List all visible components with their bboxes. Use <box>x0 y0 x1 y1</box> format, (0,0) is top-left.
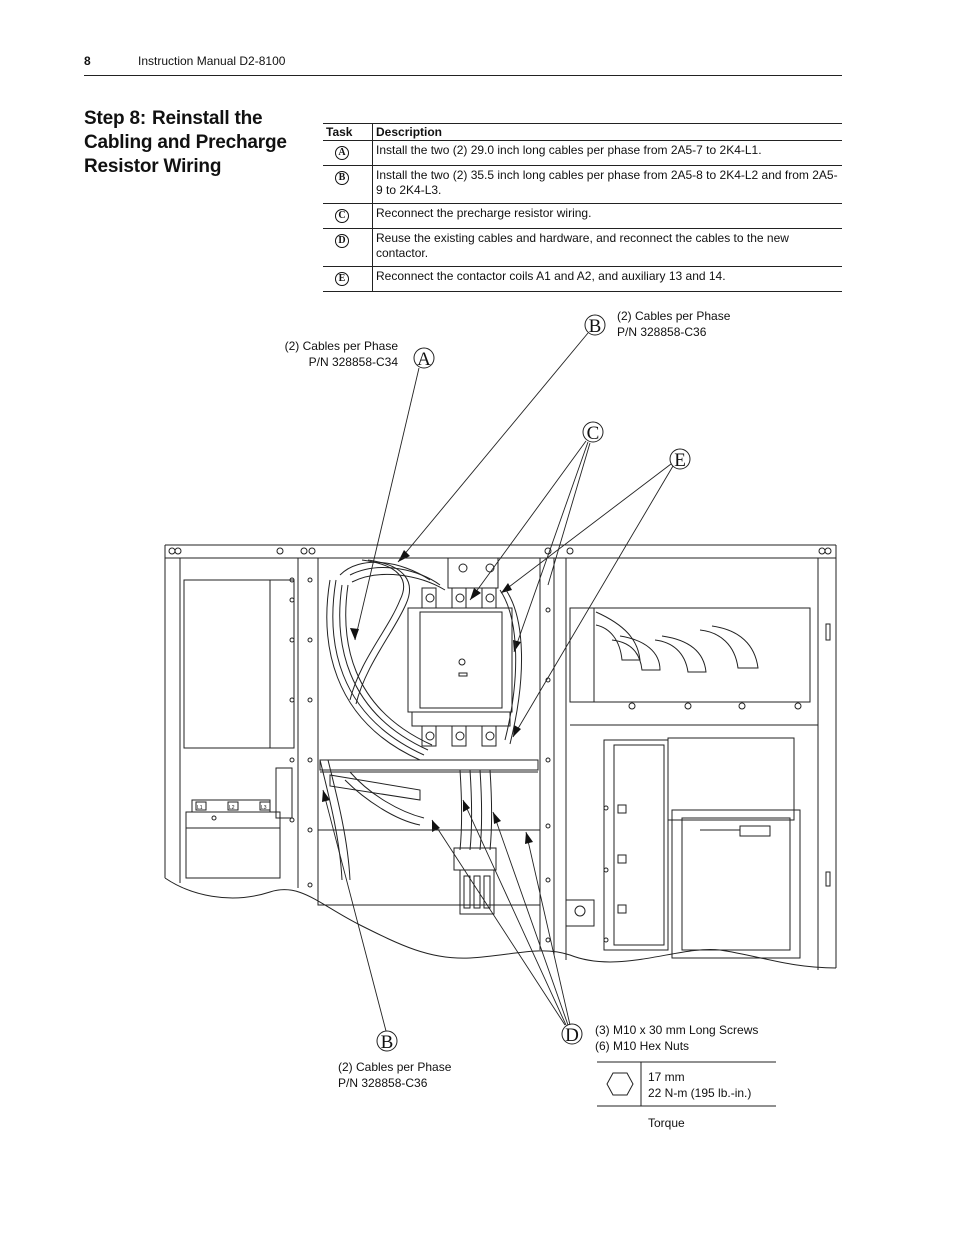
mounting-shelf <box>317 607 595 943</box>
torque-spec: 17 mm 22 N-m (195 lb.-in.) <box>648 1069 778 1101</box>
table-row: B Install the two (2) 35.5 inch long cab… <box>323 165 842 204</box>
leader-lines <box>322 332 674 1032</box>
task-letter-cell: A <box>323 140 373 166</box>
right-compartment <box>569 607 831 959</box>
circled-letter-c: C <box>335 209 349 223</box>
task-column-header: Task <box>323 123 373 141</box>
cabinet-frame <box>164 544 837 970</box>
task-description: Reconnect the precharge resistor wiring. <box>372 203 842 229</box>
circled-letter-e: E <box>335 272 349 286</box>
callout-b-bottom-line-2: P/N 328858-C36 <box>338 1076 428 1090</box>
table-row: E Reconnect the contactor coils A1 and A… <box>323 266 842 292</box>
header-rule <box>84 75 842 76</box>
svg-text:B: B <box>589 316 602 337</box>
hex-nut-icon <box>606 1072 634 1096</box>
svg-text:E: E <box>674 450 686 471</box>
cable-bundle <box>319 559 523 881</box>
torque-value: 22 N-m (195 lb.-in.) <box>648 1086 752 1100</box>
callout-b-top-line-1: (2) Cables per Phase <box>617 309 731 323</box>
task-letter-cell: E <box>323 266 373 292</box>
table-row: A Install the two (2) 29.0 inch long cab… <box>323 140 842 166</box>
task-letter-cell: B <box>323 165 373 204</box>
callout-a-line-2: P/N 328858-C34 <box>308 355 398 369</box>
step-title-line-1: Reinstall the <box>152 108 263 129</box>
callout-b-bottom-line-1: (2) Cables per Phase <box>338 1060 452 1074</box>
task-letter-cell: D <box>323 228 373 267</box>
task-description: Reconnect the contactor coils A1 and A2,… <box>372 266 842 292</box>
task-description: Reuse the existing cables and hardware, … <box>372 228 842 267</box>
callout-letter-d: D <box>561 1023 583 1046</box>
callout-b-top-line-2: P/N 328858-C36 <box>617 325 707 339</box>
step-title-line-3: Resistor Wiring <box>84 156 222 177</box>
torque-socket-size: 17 mm <box>648 1070 685 1084</box>
svg-text:A: A <box>417 349 431 370</box>
callout-d-text: (3) M10 x 30 mm Long Screws (6) M10 Hex … <box>595 1022 785 1054</box>
callout-d-line-1: (3) M10 x 30 mm Long Screws <box>595 1023 759 1037</box>
callout-d-line-2: (6) M10 Hex Nuts <box>595 1039 690 1053</box>
step-title-line-2: Cabling and Precharge <box>84 132 287 153</box>
svg-text:B: B <box>381 1032 394 1053</box>
callout-letter-b-top: B <box>584 314 606 337</box>
callout-letter-c: C <box>582 421 604 444</box>
step-heading: Step 8: Reinstall the Cabling and Prechar… <box>84 107 299 179</box>
callout-letter-a: A <box>413 347 435 370</box>
callout-letter-b-bottom: B <box>376 1030 398 1053</box>
leader-arrowheads <box>322 550 533 844</box>
terminal-label-l3: L3 <box>261 805 267 811</box>
circled-letter-d: D <box>335 234 349 248</box>
callout-b-top-text: (2) Cables per Phase P/N 328858-C36 <box>617 308 777 340</box>
callout-a-text: (2) Cables per Phase P/N 328858-C34 <box>260 338 398 370</box>
task-description: Install the two (2) 29.0 inch long cable… <box>372 140 842 166</box>
callout-letter-e: E <box>669 448 691 471</box>
torque-label: Torque <box>648 1116 685 1130</box>
task-table: Task Description A Install the two (2) 2… <box>323 123 842 292</box>
step-label: Step 8: <box>84 108 146 129</box>
contactor <box>407 557 513 747</box>
left-compartment <box>183 577 313 888</box>
document-title: Instruction Manual D2-8100 <box>138 54 286 68</box>
circled-letter-b: B <box>335 171 349 185</box>
torque-spec-box <box>597 1061 776 1107</box>
terminal-label-group: L1 L2 L3 <box>197 805 267 811</box>
svg-text:D: D <box>565 1025 579 1046</box>
description-column-header: Description <box>372 123 842 141</box>
callout-b-bottom-text: (2) Cables per Phase P/N 328858-C36 <box>338 1059 498 1091</box>
task-letter-cell: C <box>323 203 373 229</box>
terminal-label-l2: L2 <box>229 805 235 811</box>
page-number: 8 <box>84 54 91 68</box>
table-row: D Reuse the existing cables and hardware… <box>323 228 842 267</box>
callout-a-line-1: (2) Cables per Phase <box>284 339 398 353</box>
task-description: Install the two (2) 35.5 inch long cable… <box>372 165 842 204</box>
table-row: C Reconnect the precharge resistor wirin… <box>323 203 842 229</box>
task-table-header-row: Task Description <box>323 123 842 141</box>
circled-letter-a: A <box>335 146 349 160</box>
terminal-label-l1: L1 <box>197 805 203 811</box>
svg-text:C: C <box>587 423 600 444</box>
